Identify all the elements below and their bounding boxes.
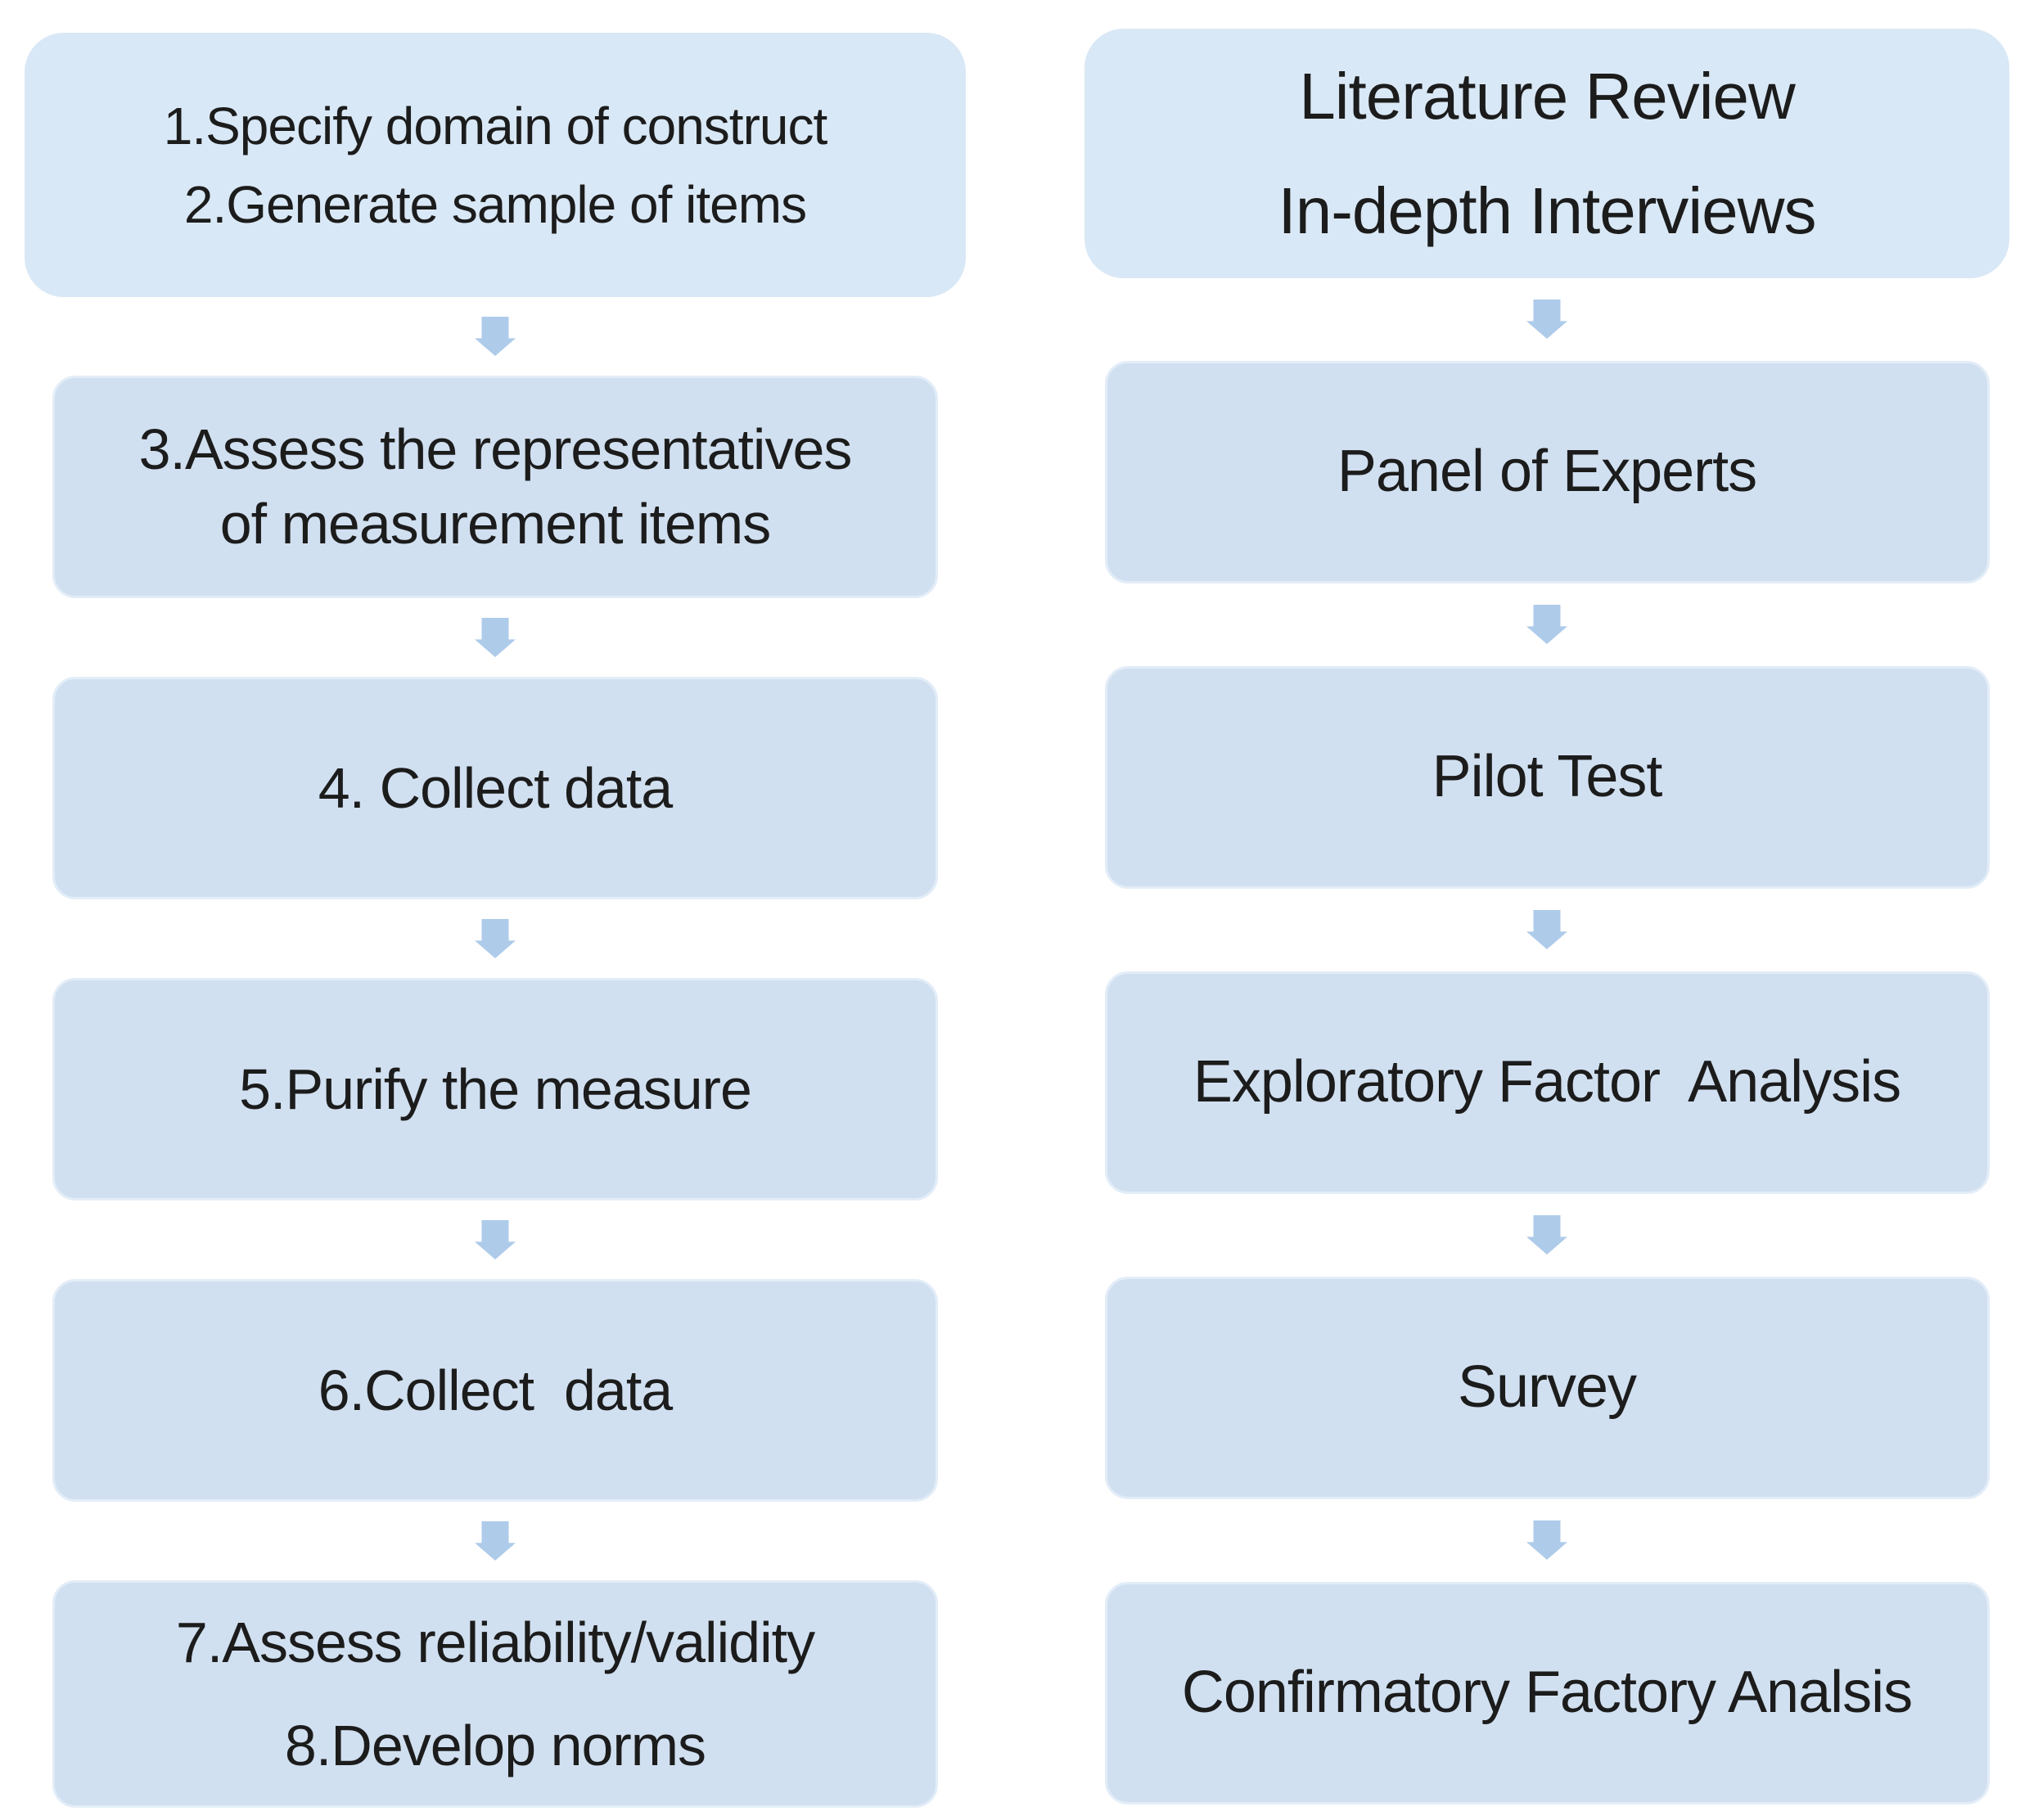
flow-box-literature-review: Literature Review In-depth Interviews (1084, 29, 2009, 278)
flow-box-exploratory-factor-analysis-label: Exploratory Factor Analysis (1193, 1049, 1901, 1115)
flow-box-survey: Survey (1104, 1277, 1990, 1499)
down-arrow-icon (1526, 910, 1567, 949)
flow-box-panel-of-experts: Panel of Experts (1104, 361, 1990, 583)
flow-box-panel-of-experts-label: Panel of Experts (1337, 439, 1757, 505)
down-arrow-icon (1526, 1520, 1567, 1560)
flow-box-survey-label: Survey (1457, 1354, 1637, 1421)
down-arrow-icon (475, 317, 516, 356)
flow-box-pilot-test: Pilot Test (1104, 666, 1990, 889)
down-arrow-icon (475, 1521, 516, 1561)
flow-box-step-3-label: 3.Assess the representatives of measurem… (138, 417, 853, 556)
down-arrow-icon (475, 1220, 516, 1259)
flow-box-step-6-label: 6.Collect data (318, 1358, 673, 1422)
flow-box-step-6: 6.Collect data (52, 1279, 938, 1502)
flow-box-step-5: 5.Purify the measure (52, 978, 938, 1201)
flow-box-confirmatory-factor-analysis-label: Confirmatory Factory Analsis (1181, 1660, 1913, 1726)
down-arrow-icon (475, 919, 516, 958)
flow-box-steps-1-2-label: 1.Specify domain of construct 2.Generate… (163, 96, 828, 234)
down-arrow-icon (1526, 605, 1567, 644)
flow-box-steps-7-8-label: 7.Assess reliability/validity 8.Develop … (175, 1611, 815, 1777)
flow-box-step-4: 4. Collect data (52, 677, 938, 899)
flow-box-steps-7-8: 7.Assess reliability/validity 8.Develop … (52, 1580, 938, 1808)
column-methods: Literature Review In-depth Interviews Pa… (1084, 29, 2009, 1804)
flow-box-step-4-label: 4. Collect data (318, 755, 673, 820)
column-scale-development-steps: 1.Specify domain of construct 2.Generate… (25, 33, 966, 1808)
flow-box-steps-1-2: 1.Specify domain of construct 2.Generate… (25, 33, 966, 297)
down-arrow-icon (1526, 1215, 1567, 1255)
flow-box-step-5-label: 5.Purify the measure (239, 1056, 752, 1121)
down-arrow-icon (1526, 300, 1567, 339)
flow-box-exploratory-factor-analysis: Exploratory Factor Analysis (1104, 971, 1990, 1194)
flow-box-step-3: 3.Assess the representatives of measurem… (52, 376, 938, 598)
flow-box-literature-review-label: Literature Review In-depth Interviews (1278, 59, 1817, 247)
flow-box-confirmatory-factor-analysis: Confirmatory Factory Analsis (1104, 1582, 1990, 1804)
flow-box-pilot-test-label: Pilot Test (1432, 744, 1663, 810)
down-arrow-icon (475, 618, 516, 657)
